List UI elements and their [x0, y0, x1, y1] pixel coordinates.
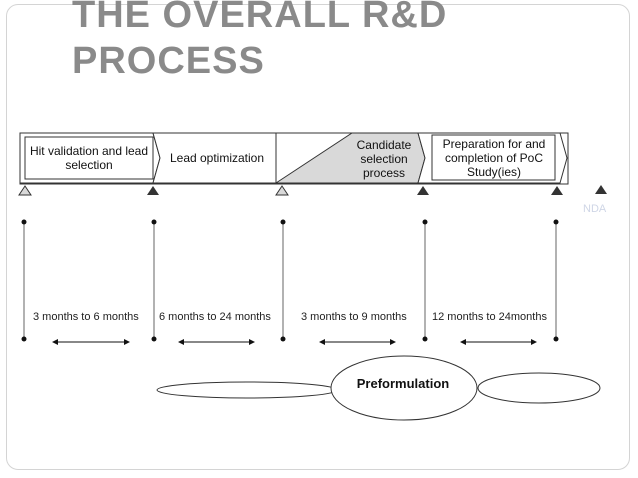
timeline-dot [422, 219, 428, 225]
timeline-dot [151, 336, 157, 342]
duration-arrow-4 [460, 339, 537, 345]
stage-3-label: Candidate selection process [356, 138, 412, 180]
timeline-dot [553, 219, 559, 225]
timeline-dot [21, 219, 27, 225]
page-title: THE OVERALL R&D PROCESS [72, 0, 447, 84]
duration-label-4: 12 months to 24months [432, 311, 547, 323]
milestone-triangle-1 [18, 185, 32, 196]
preformulation-right-ellipse [477, 372, 601, 404]
preformulation-left-ellipse [156, 381, 338, 399]
duration-arrow-2 [178, 339, 255, 345]
milestone-triangle-3 [275, 185, 289, 196]
duration-arrow-3 [319, 339, 396, 345]
duration-label-2: 6 months to 24 months [159, 311, 271, 323]
milestone-triangle-2 [147, 186, 159, 195]
stage-4-inner-box [431, 134, 556, 181]
timeline-dot [422, 336, 428, 342]
duration-label-3: 3 months to 9 months [301, 311, 407, 323]
timeline-dot [151, 219, 157, 225]
timeline-dot [21, 336, 27, 342]
timeline-dot [553, 336, 559, 342]
milestone-triangle-5 [551, 186, 563, 195]
stage-arrow-4 [417, 132, 568, 184]
milestone-triangle-4 [417, 186, 429, 195]
preformulation-ellipse [330, 355, 478, 421]
duration-arrow-1 [52, 339, 130, 345]
title-line-2: PROCESS [72, 40, 265, 82]
nda-label: NDA [583, 203, 607, 215]
timeline-dot [280, 219, 286, 225]
stage-1-label: Hit validation and lead selection [29, 144, 149, 172]
duration-label-1: 3 months to 6 months [33, 311, 139, 323]
timeline-dot [280, 336, 286, 342]
milestone-triangle-nda [595, 185, 607, 194]
stage-arrow-2 [152, 132, 277, 184]
stage-2-label: Lead optimization [169, 151, 265, 165]
title-line-1: THE OVERALL R&D [72, 0, 448, 36]
stage-4-label: Preparation for and completion of PoC St… [442, 137, 546, 179]
preformulation-label: Preformulation [356, 376, 450, 391]
stage-1-inner-box [24, 136, 154, 180]
